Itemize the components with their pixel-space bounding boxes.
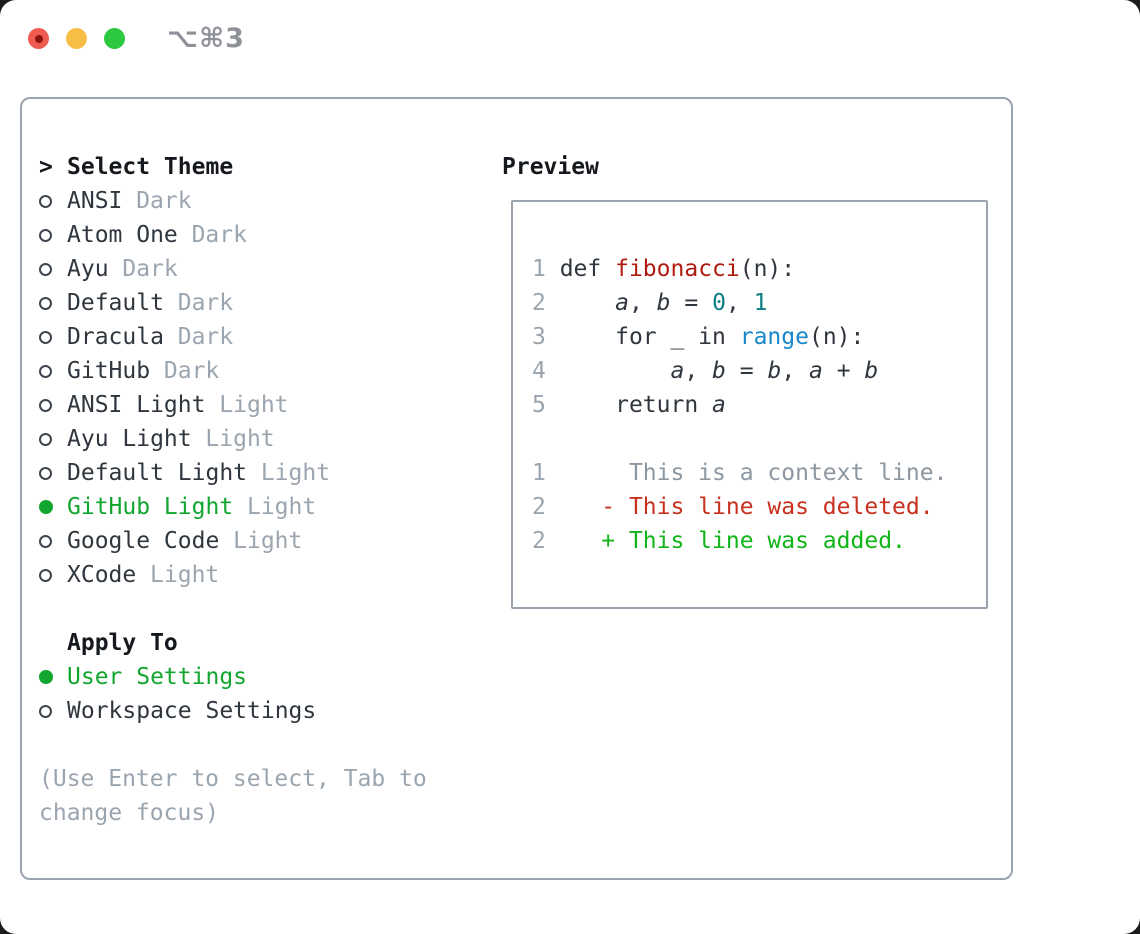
theme-variant-tag: Dark bbox=[122, 256, 178, 282]
theme-variant-tag: Light bbox=[219, 392, 289, 418]
theme-variant-tag: Dark bbox=[136, 188, 192, 214]
radio-unselected-icon bbox=[39, 704, 67, 718]
radio-unselected-icon bbox=[39, 296, 67, 310]
radio-unselected-icon bbox=[39, 466, 67, 480]
theme-option-dracula[interactable]: Dracula Dark bbox=[39, 320, 499, 354]
apply-to-option-user-settings[interactable]: User Settings bbox=[39, 660, 499, 694]
theme-variant-tag: Light bbox=[205, 426, 275, 452]
theme-variant-tag: Dark bbox=[177, 290, 234, 316]
help-text-line-2: change focus) bbox=[39, 800, 220, 826]
theme-variant-tag: Dark bbox=[163, 358, 220, 384]
theme-option-google-code[interactable]: Google Code Light bbox=[39, 524, 499, 558]
code-line: 3 for _ in range(n): bbox=[532, 324, 865, 350]
close-button-icon[interactable] bbox=[28, 28, 49, 49]
spacer-row bbox=[39, 592, 499, 626]
theme-variant-tag: Light bbox=[233, 528, 303, 554]
theme-option-ansi[interactable]: ANSI Dark bbox=[39, 184, 499, 218]
apply-to-title: Apply To bbox=[67, 630, 178, 656]
theme-option-atom-one[interactable]: Atom One Dark bbox=[39, 218, 499, 252]
theme-variant-tag: Light bbox=[150, 562, 220, 588]
code-line: 4 a, b = b, a + b bbox=[532, 358, 879, 384]
code-line: 5 return a bbox=[532, 392, 726, 418]
theme-variant-tag: Light bbox=[260, 460, 331, 486]
code-line: 2 + This line was added. bbox=[532, 528, 906, 554]
theme-option-label: Google Code bbox=[67, 528, 220, 554]
titlebar: ⌥⌘3 bbox=[0, 0, 1140, 76]
radio-selected-icon bbox=[39, 670, 67, 684]
radio-unselected-icon bbox=[39, 262, 67, 276]
radio-unselected-icon bbox=[39, 398, 67, 412]
apply-to-option-workspace-settings[interactable]: Workspace Settings bbox=[39, 694, 499, 728]
radio-unselected-icon bbox=[39, 432, 67, 446]
code-line: 1 This is a context line. bbox=[532, 460, 948, 486]
theme-option-label: Atom One bbox=[67, 222, 178, 248]
preview-title: Preview bbox=[502, 154, 599, 180]
theme-option-label: ANSI bbox=[67, 188, 123, 214]
code-line: 2 - This line was deleted. bbox=[532, 494, 934, 520]
code-line: 1 def fibonacci(n): bbox=[532, 256, 796, 282]
theme-option-github[interactable]: GitHub Dark bbox=[39, 354, 499, 388]
apply-to-header: Apply To bbox=[39, 626, 499, 660]
theme-option-label: ANSI Light bbox=[67, 392, 206, 418]
theme-option-github-light[interactable]: GitHub Light Light bbox=[39, 490, 499, 524]
radio-unselected-icon bbox=[39, 568, 67, 582]
radio-selected-icon bbox=[39, 500, 67, 514]
radio-unselected-icon bbox=[39, 228, 67, 242]
theme-option-ayu-light[interactable]: Ayu Light Light bbox=[39, 422, 499, 456]
apply-to-option-label: User Settings bbox=[67, 664, 248, 690]
theme-variant-tag: Dark bbox=[177, 324, 234, 350]
spacer-row bbox=[39, 728, 499, 762]
theme-option-label: Default bbox=[67, 290, 164, 316]
theme-option-label: XCode bbox=[67, 562, 137, 588]
code-line bbox=[532, 422, 947, 456]
theme-option-default-light[interactable]: Default Light Light bbox=[39, 456, 499, 490]
apply-to-option-label: Workspace Settings bbox=[67, 698, 317, 724]
theme-option-label: Dracula bbox=[67, 324, 164, 350]
select-theme-header: > Select Theme bbox=[39, 150, 499, 184]
theme-option-ayu[interactable]: Ayu Dark bbox=[39, 252, 499, 286]
radio-unselected-icon bbox=[39, 364, 67, 378]
theme-option-label: Default Light bbox=[67, 460, 248, 486]
theme-option-label: GitHub Light bbox=[67, 494, 234, 520]
theme-option-label: Ayu Light bbox=[67, 426, 192, 452]
theme-option-label: Ayu bbox=[67, 256, 109, 282]
help-text-line-1: (Use Enter to select, Tab to bbox=[39, 766, 427, 792]
theme-option-label: GitHub bbox=[67, 358, 151, 384]
radio-unselected-icon bbox=[39, 330, 67, 344]
select-theme-title: Select Theme bbox=[67, 154, 234, 180]
theme-option-default[interactable]: Default Dark bbox=[39, 286, 499, 320]
theme-variant-tag: Light bbox=[246, 494, 317, 520]
prompt-icon: > bbox=[39, 154, 53, 180]
zoom-button-icon[interactable] bbox=[104, 28, 125, 49]
theme-variant-tag: Dark bbox=[191, 222, 247, 248]
code-preview: 1 def fibonacci(n): 2 a, b = 0, 1 3 for _ … bbox=[532, 252, 947, 558]
code-line: 2 a, b = 0, 1 bbox=[532, 290, 768, 316]
radio-unselected-icon bbox=[39, 534, 67, 548]
theme-option-ansi-light[interactable]: ANSI Light Light bbox=[39, 388, 499, 422]
radio-unselected-icon bbox=[39, 194, 67, 208]
preview-pane: 1 def fibonacci(n): 2 a, b = 0, 1 3 for _ … bbox=[511, 200, 988, 609]
window-title: ⌥⌘3 bbox=[167, 23, 245, 54]
minimize-button-icon[interactable] bbox=[66, 28, 87, 49]
theme-option-xcode[interactable]: XCode Light bbox=[39, 558, 499, 592]
